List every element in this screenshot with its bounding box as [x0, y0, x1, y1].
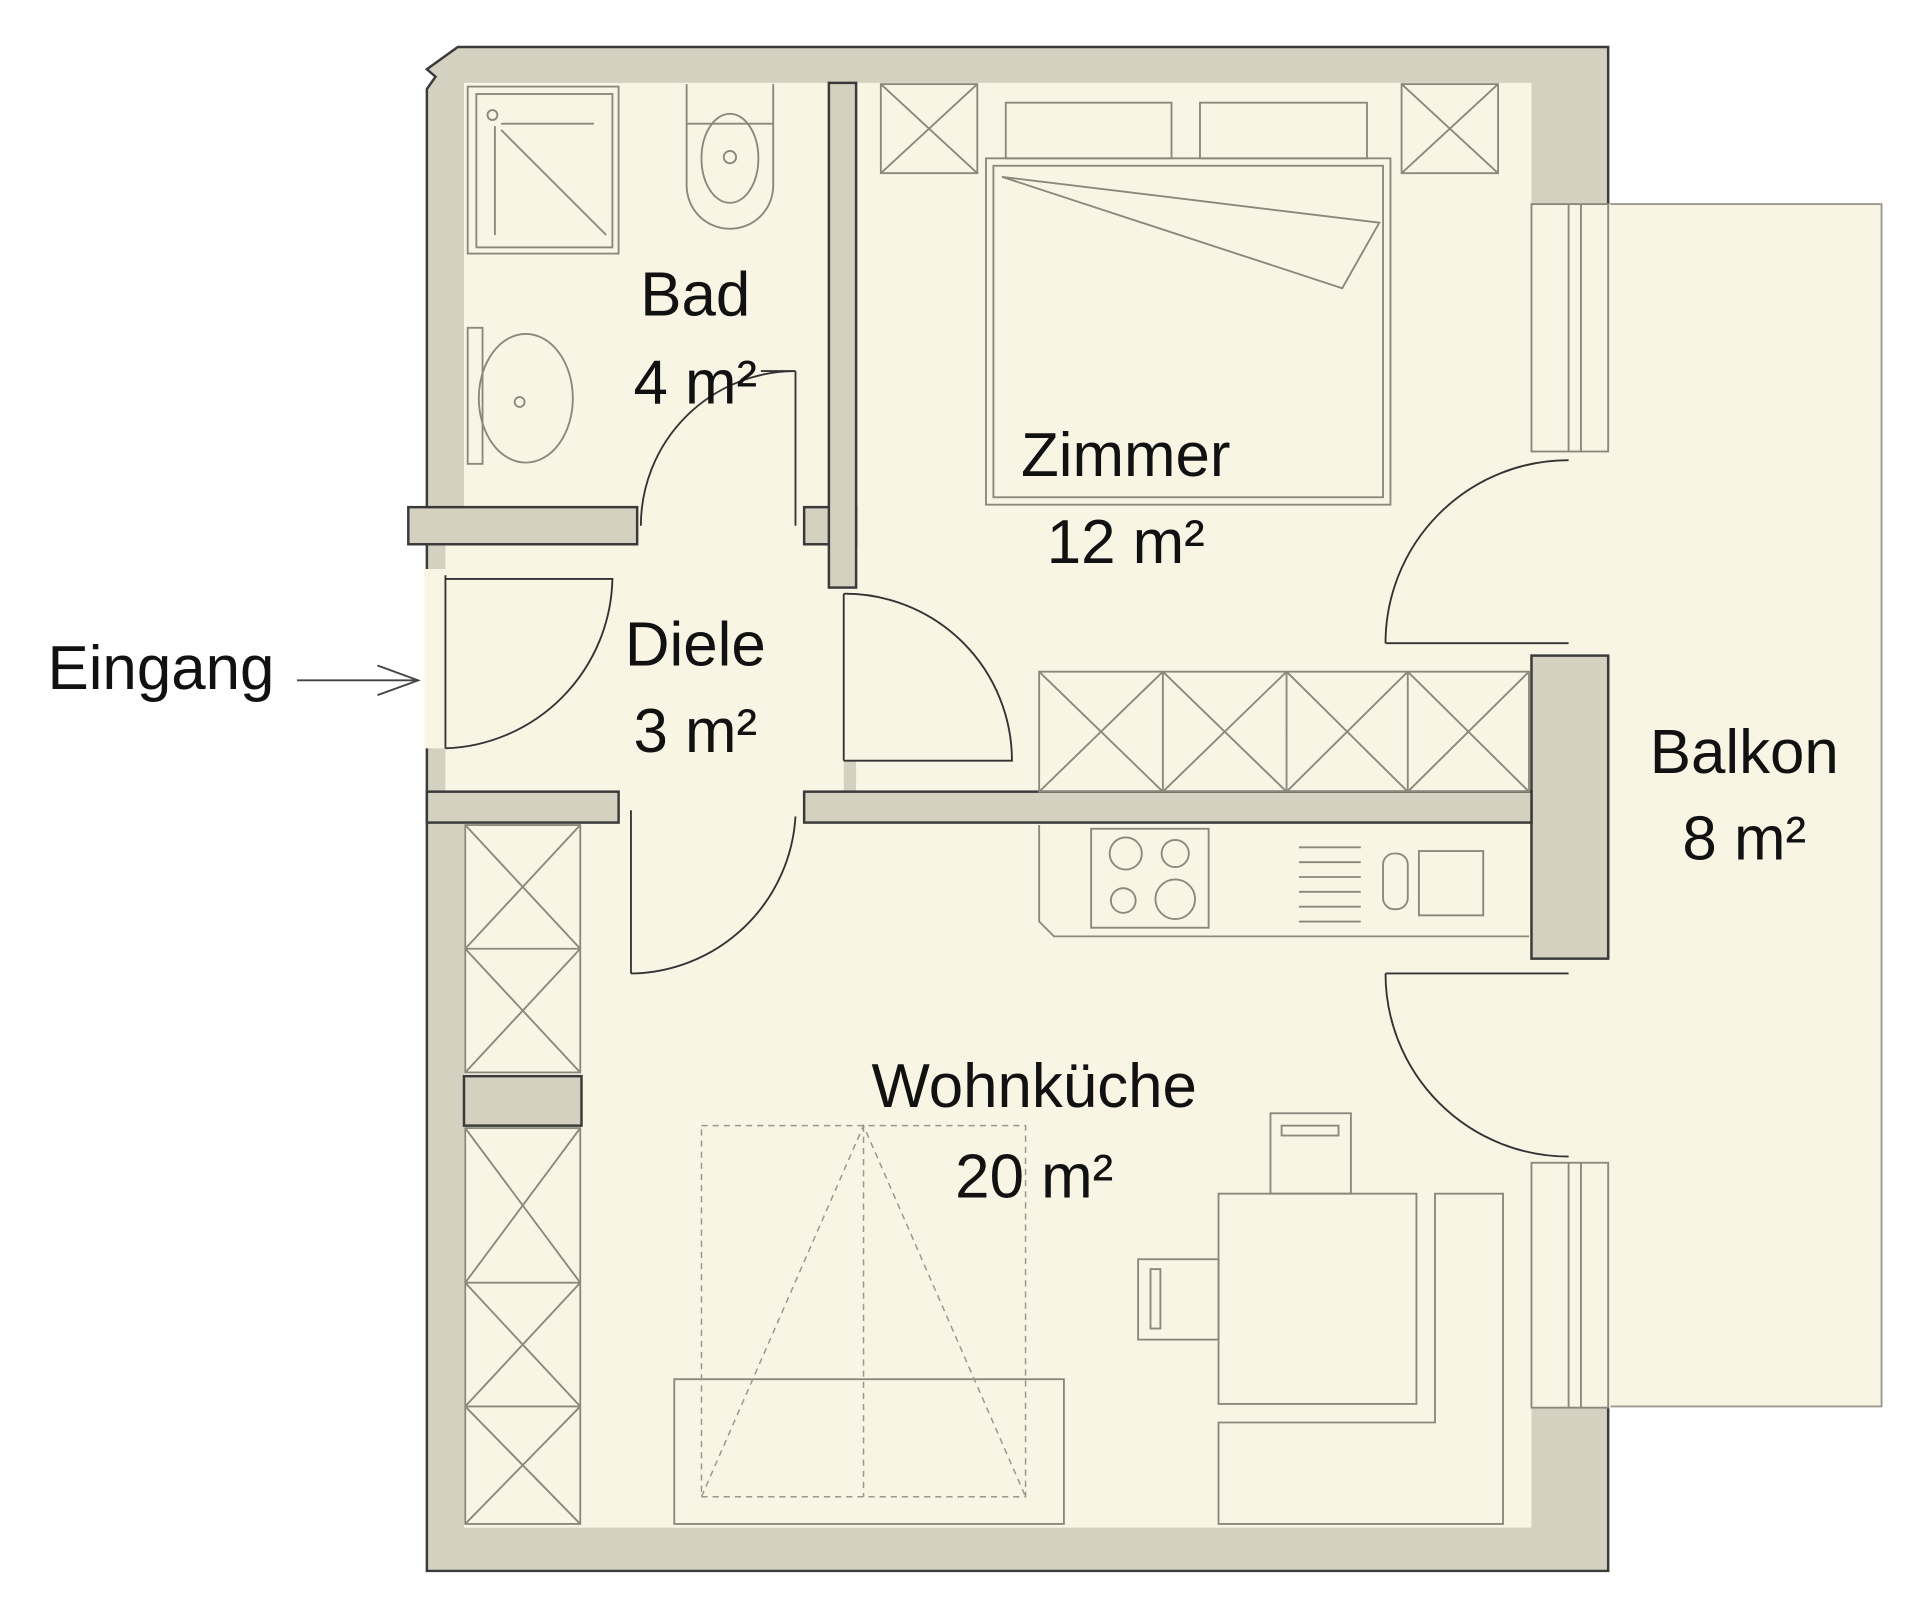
washbasin	[466, 326, 574, 465]
entrance-arrow-icon	[296, 664, 421, 697]
dining-table	[1137, 1112, 1504, 1525]
wardrobe-zimmer	[1038, 670, 1530, 793]
door-zimmer[interactable]	[842, 592, 1013, 762]
room-name-bad: Bad	[640, 260, 750, 329]
room-name-diele: Diele	[625, 610, 766, 679]
room-area-wohnkueche: 20 m²	[955, 1142, 1113, 1211]
entrance-label: Eingang	[47, 634, 274, 703]
nightstands	[879, 83, 1500, 175]
bed	[985, 101, 1392, 506]
window-wohnkueche	[1530, 1161, 1610, 1409]
kitchen-counter	[1038, 825, 1530, 938]
room-area-diele: 3 m²	[633, 697, 757, 766]
room-name-zimmer: Zimmer	[1021, 421, 1231, 490]
door-wohnkueche[interactable]	[630, 810, 797, 975]
window-zimmer	[1530, 203, 1610, 453]
door-balcony-wohnkueche[interactable]	[1384, 972, 1569, 1158]
room-name-wohnkueche: Wohnküche	[872, 1052, 1197, 1121]
room-name-balkon: Balkon	[1650, 718, 1839, 787]
balcony-area	[1607, 203, 1883, 1408]
door-balcony-zimmer[interactable]	[1384, 459, 1569, 645]
door-entrance[interactable]	[444, 575, 614, 750]
door-bad[interactable]	[639, 370, 797, 526]
room-area-zimmer: 12 m²	[1047, 508, 1205, 577]
wardrobe-wohnkueche	[464, 824, 582, 1525]
room-wohnkueche	[463, 822, 1532, 1528]
room-diele	[445, 531, 844, 792]
sofa-bed	[673, 1123, 1065, 1525]
room-area-balkon: 8 m²	[1682, 805, 1806, 874]
shower	[466, 85, 620, 255]
toilet	[685, 84, 775, 230]
room-area-bad: 4 m²	[633, 348, 757, 417]
